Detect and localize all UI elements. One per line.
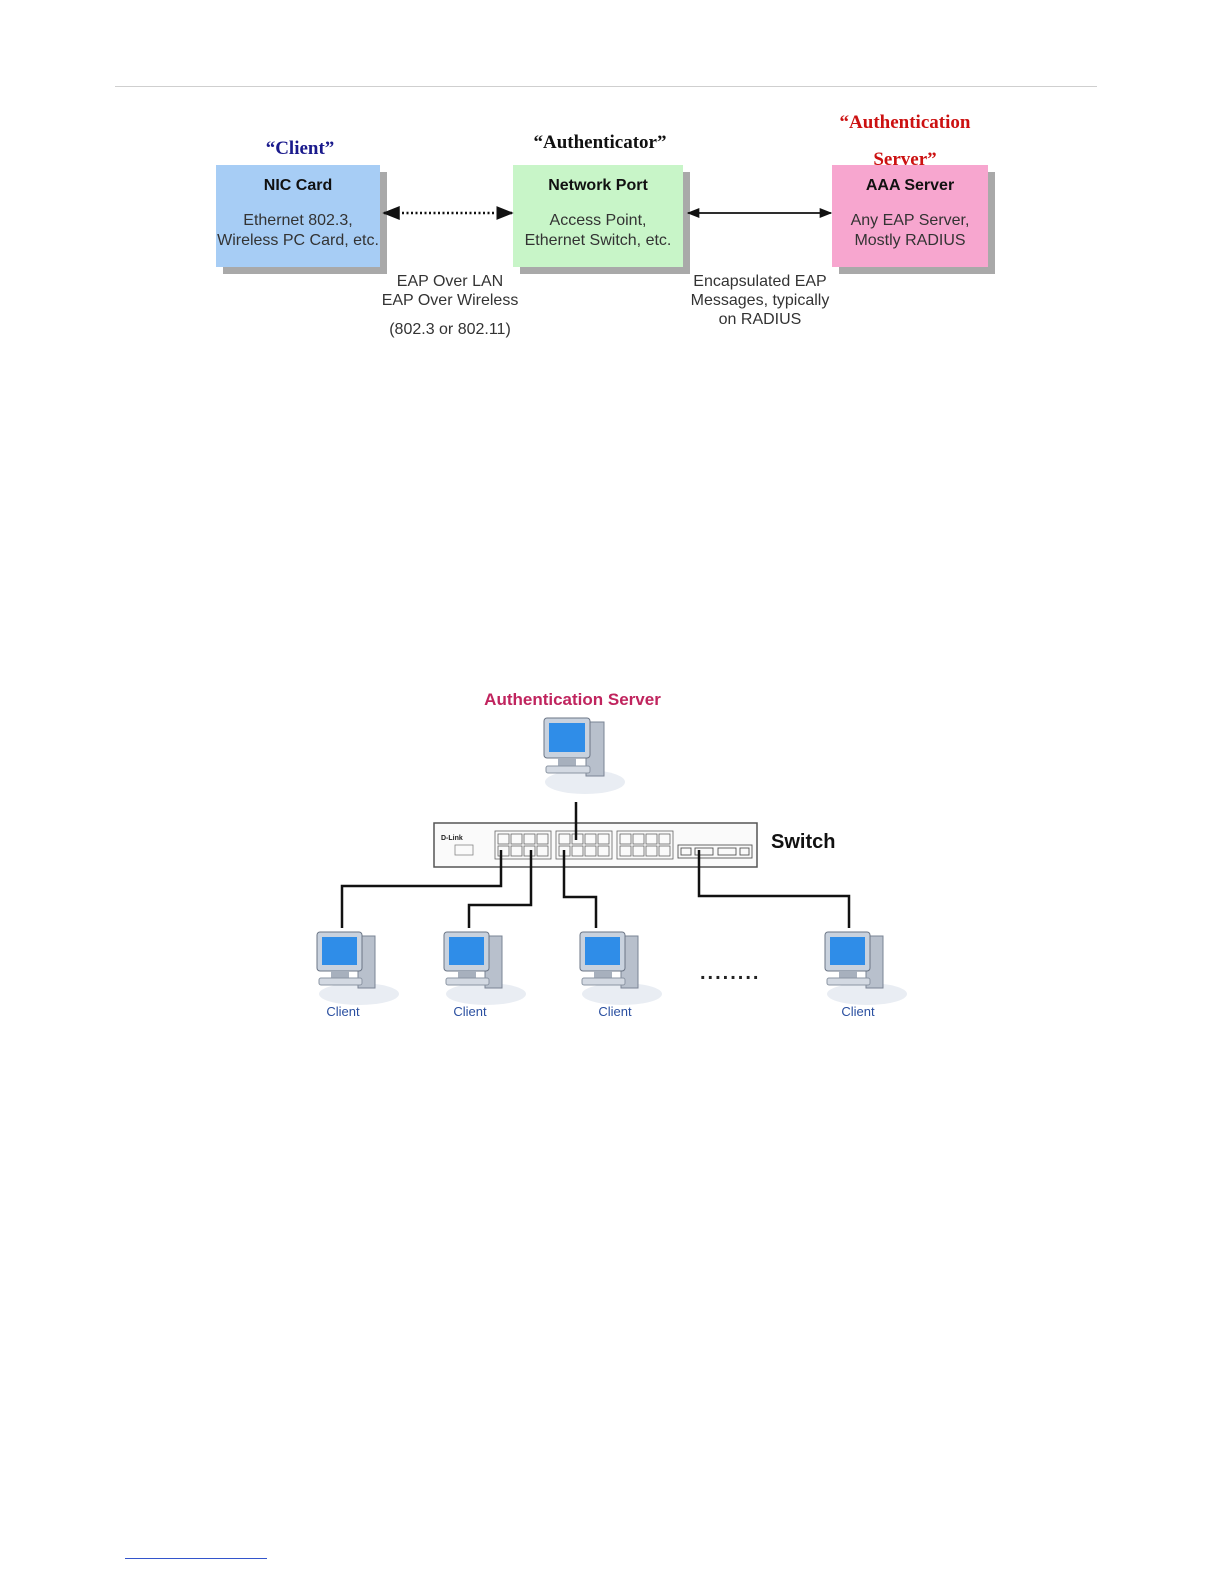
footnote-rule (125, 1558, 267, 1559)
eap-encapsulated-note: Encapsulated EAP Messages, typically on … (680, 272, 840, 329)
aaa-server-box: AAA Server Any EAP Server, Mostly RADIUS (832, 165, 988, 267)
aaa-server-title: AAA Server (865, 177, 955, 194)
client-label: Client (598, 1004, 632, 1019)
switch-port-block-1 (494, 830, 552, 860)
server-computer-icon (543, 717, 625, 794)
eap-lan-line3: (802.3 or 802.11) (389, 321, 511, 338)
nic-card-box: NIC Card Ethernet 802.3, Wireless PC Car… (216, 165, 380, 267)
client-computer-icon (824, 931, 907, 1005)
cable-client-2 (467, 850, 533, 928)
client-label: Client (326, 1004, 360, 1019)
network-port-line1: Access Point, (549, 212, 647, 229)
aaa-server-line2: Mostly RADIUS (854, 232, 966, 249)
nic-card-line2: Wireless PC Card, etc. (217, 232, 379, 249)
switch-label: Switch (771, 831, 836, 853)
client-computer-icon (579, 931, 662, 1005)
eap-lan-line1: EAP Over LAN (396, 273, 504, 290)
cable-client-1 (340, 850, 503, 928)
network-port-line2: Ethernet Switch, etc. (524, 232, 672, 249)
switch-port-block-3 (616, 830, 674, 860)
switch-brand-text: D-Link (441, 835, 463, 842)
client-label: Client (841, 1004, 875, 1019)
eap-lan-line2: EAP Over Wireless (381, 292, 519, 309)
role-client-label: “Client” (265, 138, 335, 159)
switch-device: D-Link (433, 822, 758, 868)
switch-uplink-ports (677, 844, 753, 859)
network-port-title: Network Port (548, 177, 648, 194)
eap-enc-line3: on RADIUS (718, 311, 802, 328)
client-computer-icon (316, 931, 399, 1005)
authentication-server-label: Authentication Server (484, 690, 661, 709)
network-port-box: Network Port Access Point, Ethernet Swit… (513, 165, 683, 267)
eap-lan-note: EAP Over LAN EAP Over Wireless (802.3 or… (370, 272, 530, 339)
client-computer-icon (443, 931, 526, 1005)
aaa-server-line1: Any EAP Server, (850, 212, 970, 229)
eap-enc-line2: Messages, typically (690, 292, 830, 309)
more-clients-ellipsis: ........ (700, 962, 761, 984)
nic-card-title: NIC Card (263, 177, 333, 194)
cable-client-3 (562, 850, 598, 928)
cable-client-4 (697, 850, 851, 928)
client-label: Client (453, 1004, 487, 1019)
switch-port-block-2 (555, 830, 613, 860)
role-authenticator-label: “Authenticator” (533, 132, 667, 153)
role-server-label: “Authentication Server” (839, 112, 971, 170)
eap-enc-line1: Encapsulated EAP (693, 273, 827, 290)
header-rule (115, 86, 1097, 87)
cable-lines (340, 802, 851, 928)
nic-card-line1: Ethernet 802.3, (243, 212, 353, 229)
